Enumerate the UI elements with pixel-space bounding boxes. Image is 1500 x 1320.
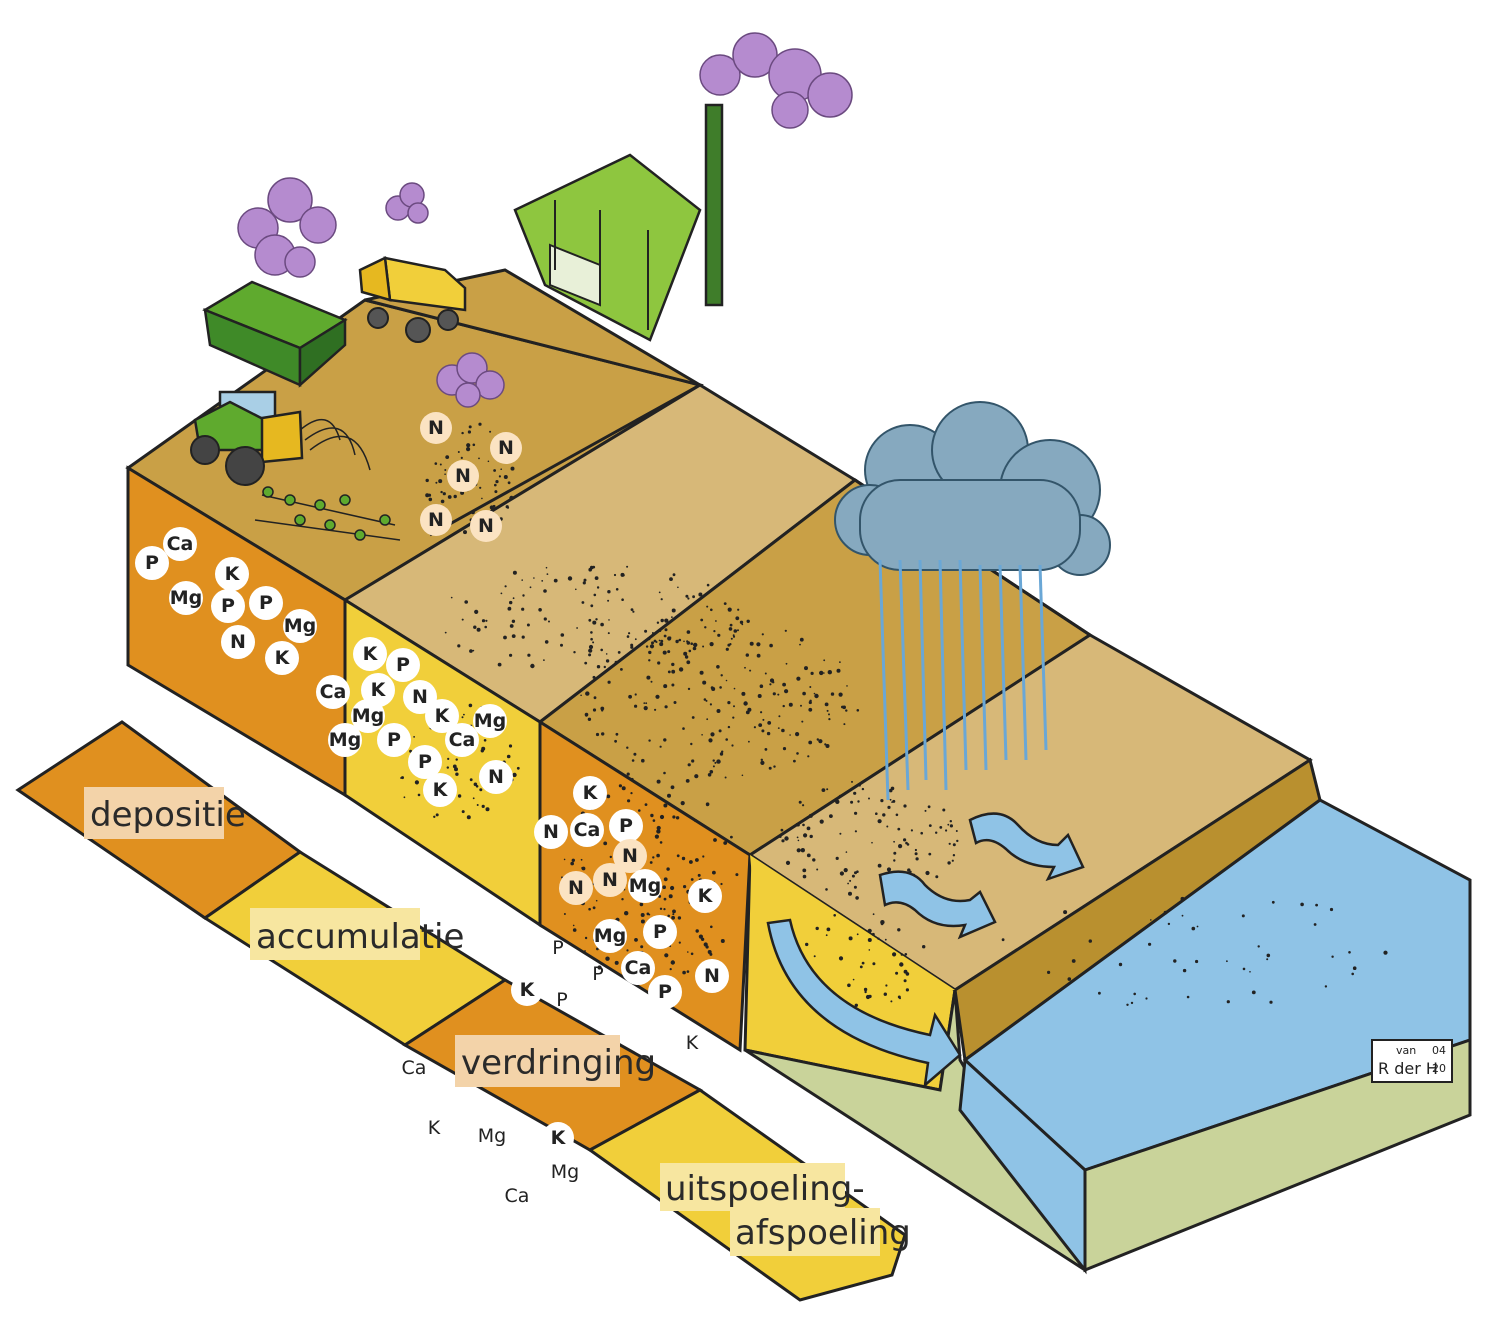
signature-date: 04: [1432, 1044, 1446, 1057]
ion-label: K: [363, 643, 379, 665]
ion-label: N: [428, 509, 444, 531]
signature-date: 20: [1432, 1062, 1446, 1075]
runoff-arrows: [766, 812, 1085, 1089]
stage-strip: depositie accumulatie verdringing uitspo…: [15, 720, 911, 1302]
ion-label: P: [145, 552, 159, 574]
ion-label: K: [551, 1127, 567, 1149]
ion-label: P: [556, 989, 567, 1011]
ion-label: K: [698, 885, 714, 907]
signature-text: R der H: [1378, 1059, 1438, 1078]
rain-streaks: [878, 559, 1048, 801]
ion-label: P: [592, 963, 603, 985]
ion-label: N: [428, 417, 444, 439]
ion-label: N: [230, 631, 246, 653]
runoff-arrow-icon: [968, 812, 1085, 882]
ion-label: Mg: [478, 1125, 506, 1147]
signature-text: van: [1396, 1044, 1416, 1057]
ions-accumulation: K P Ca K N Mg K Mg Mg Ca P P N K: [316, 637, 513, 807]
ions-displacement: K N Ca P N N N Mg K Mg P Ca N P: [534, 776, 729, 1009]
ion-label: K: [433, 779, 449, 801]
truck-icon: [358, 256, 467, 343]
stage-label-verdringing: verdringing: [461, 1043, 656, 1083]
ion-label: N: [498, 437, 514, 459]
ion-label: N: [622, 845, 638, 867]
leaching-arrow-icon: [766, 918, 962, 1089]
artist-signature: van R der H 04 20: [1371, 1039, 1453, 1083]
ion-label: P: [396, 654, 410, 676]
ion-label: Mg: [551, 1161, 579, 1183]
ion-label: P: [653, 921, 667, 943]
ions-displaced-loose: P P K P K Ca K Mg K Mg Ca: [402, 937, 699, 1207]
ion-label: P: [552, 937, 563, 959]
ion-label: P: [221, 595, 235, 617]
ion-label: Ca: [449, 729, 476, 751]
ion-label: K: [686, 1032, 699, 1054]
purple-cloud-icon: [436, 352, 505, 408]
rain-cloud-icon: [834, 401, 1111, 576]
ion-label: K: [520, 979, 536, 1001]
crop-rows: [254, 486, 401, 541]
ions-air-nitrogen: N N N N N: [420, 412, 522, 542]
soil-block: [125, 268, 1472, 1275]
ion-label: K: [371, 679, 387, 701]
ion-label: Mg: [352, 705, 385, 727]
ion-label: N: [602, 869, 618, 891]
ion-label: K: [225, 563, 241, 585]
ion-label: K: [435, 705, 451, 727]
ion-label: Ca: [402, 1057, 427, 1079]
ion-label: P: [418, 751, 432, 773]
ion-label: Ca: [505, 1185, 530, 1207]
ion-label: N: [412, 686, 428, 708]
ion-label: N: [488, 766, 504, 788]
ion-label: Mg: [629, 875, 662, 897]
ion-label: N: [543, 821, 559, 843]
ion-label: K: [275, 647, 291, 669]
stage-label-depositie: depositie: [90, 795, 246, 835]
ion-label: P: [259, 592, 273, 614]
ion-label: Mg: [284, 615, 317, 637]
purple-cloud-icon: [699, 32, 853, 129]
ion-label: P: [619, 815, 633, 837]
ion-label: P: [658, 981, 672, 1003]
ion-label: N: [455, 465, 471, 487]
stage-label-afspoeling: afspoeling: [735, 1213, 911, 1253]
ion-label: Ca: [167, 533, 194, 555]
purple-cloud-icon: [385, 182, 429, 224]
runoff-arrow-icon: [878, 870, 997, 940]
ion-label: K: [583, 782, 599, 804]
tractor-icon: [190, 390, 371, 486]
ion-label: Mg: [594, 925, 627, 947]
ion-label: Mg: [329, 729, 362, 751]
ion-label: Ca: [625, 957, 652, 979]
ion-label: N: [478, 515, 494, 537]
ion-label: K: [428, 1117, 441, 1139]
ion-label: P: [387, 729, 401, 751]
stage-label-accumulatie: accumulatie: [256, 917, 464, 957]
factory-icon: [513, 103, 724, 342]
stage-label-uitspoeling: uitspoeling-: [665, 1169, 865, 1209]
ions-deposition: Ca P K Mg P P N Mg K: [135, 527, 317, 675]
farm-shed: [202, 280, 348, 388]
purple-cloud-icon: [237, 177, 337, 278]
ion-label: N: [704, 965, 720, 987]
ion-label: Mg: [170, 587, 203, 609]
ion-label: Ca: [320, 681, 347, 703]
emission-clouds: [237, 32, 853, 408]
ion-label: Mg: [474, 710, 507, 732]
ion-label: N: [568, 877, 584, 899]
ion-label: Ca: [574, 819, 601, 841]
